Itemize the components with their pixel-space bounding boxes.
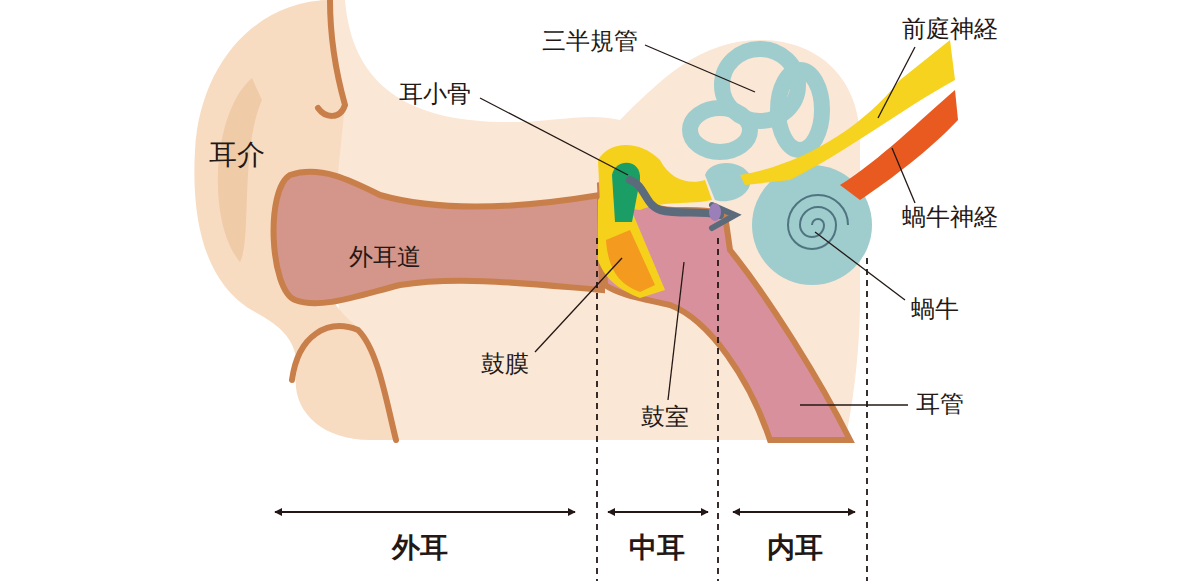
part-label: 鼓膜 [481, 351, 529, 379]
leader-line [815, 232, 905, 300]
cochlea-spiral [788, 195, 848, 249]
pinna-outline [318, 0, 345, 116]
part-label: 前庭神経 [902, 16, 998, 44]
tympanic-cavity [600, 184, 850, 440]
leader-line [480, 98, 628, 175]
part-label: 三半規管 [542, 28, 638, 56]
ear-canal [274, 172, 602, 304]
part-label: 蝸牛 [911, 296, 959, 324]
leader-lines [480, 45, 915, 405]
region-dividers [597, 238, 867, 581]
divider-line [717, 238, 719, 581]
eardrum-inner [606, 230, 655, 292]
semicircular-canal [690, 108, 750, 152]
cochlear-nerve [840, 90, 958, 200]
divider-line [596, 238, 598, 581]
part-label: 耳管 [916, 391, 964, 419]
part-label: 外耳道 [349, 244, 421, 272]
leader-line [892, 148, 915, 203]
leader-line [800, 404, 908, 405]
part-label: 蝸牛神経 [902, 204, 998, 232]
region-arrows [275, 511, 855, 513]
part-label: 鼓室 [641, 404, 689, 432]
part-label: 耳介 [209, 139, 265, 171]
region-label: 中耳 [629, 532, 685, 564]
incus [630, 180, 720, 215]
oval-window [709, 203, 721, 221]
divider-line [866, 258, 868, 581]
leader-line [668, 262, 684, 400]
malleus [612, 163, 640, 222]
vestibular-nerve [740, 40, 955, 185]
lobe-outline [292, 326, 396, 440]
leader-line [645, 45, 755, 92]
leader-line [878, 47, 915, 118]
range-arrow [608, 511, 708, 513]
leader-line [535, 258, 622, 352]
region-label: 内耳 [767, 532, 823, 564]
region-label: 外耳 [392, 532, 448, 564]
part-label: 耳小骨 [399, 81, 471, 109]
semicircular-canal [778, 70, 822, 150]
range-arrow [275, 511, 575, 513]
range-arrow [733, 511, 855, 513]
